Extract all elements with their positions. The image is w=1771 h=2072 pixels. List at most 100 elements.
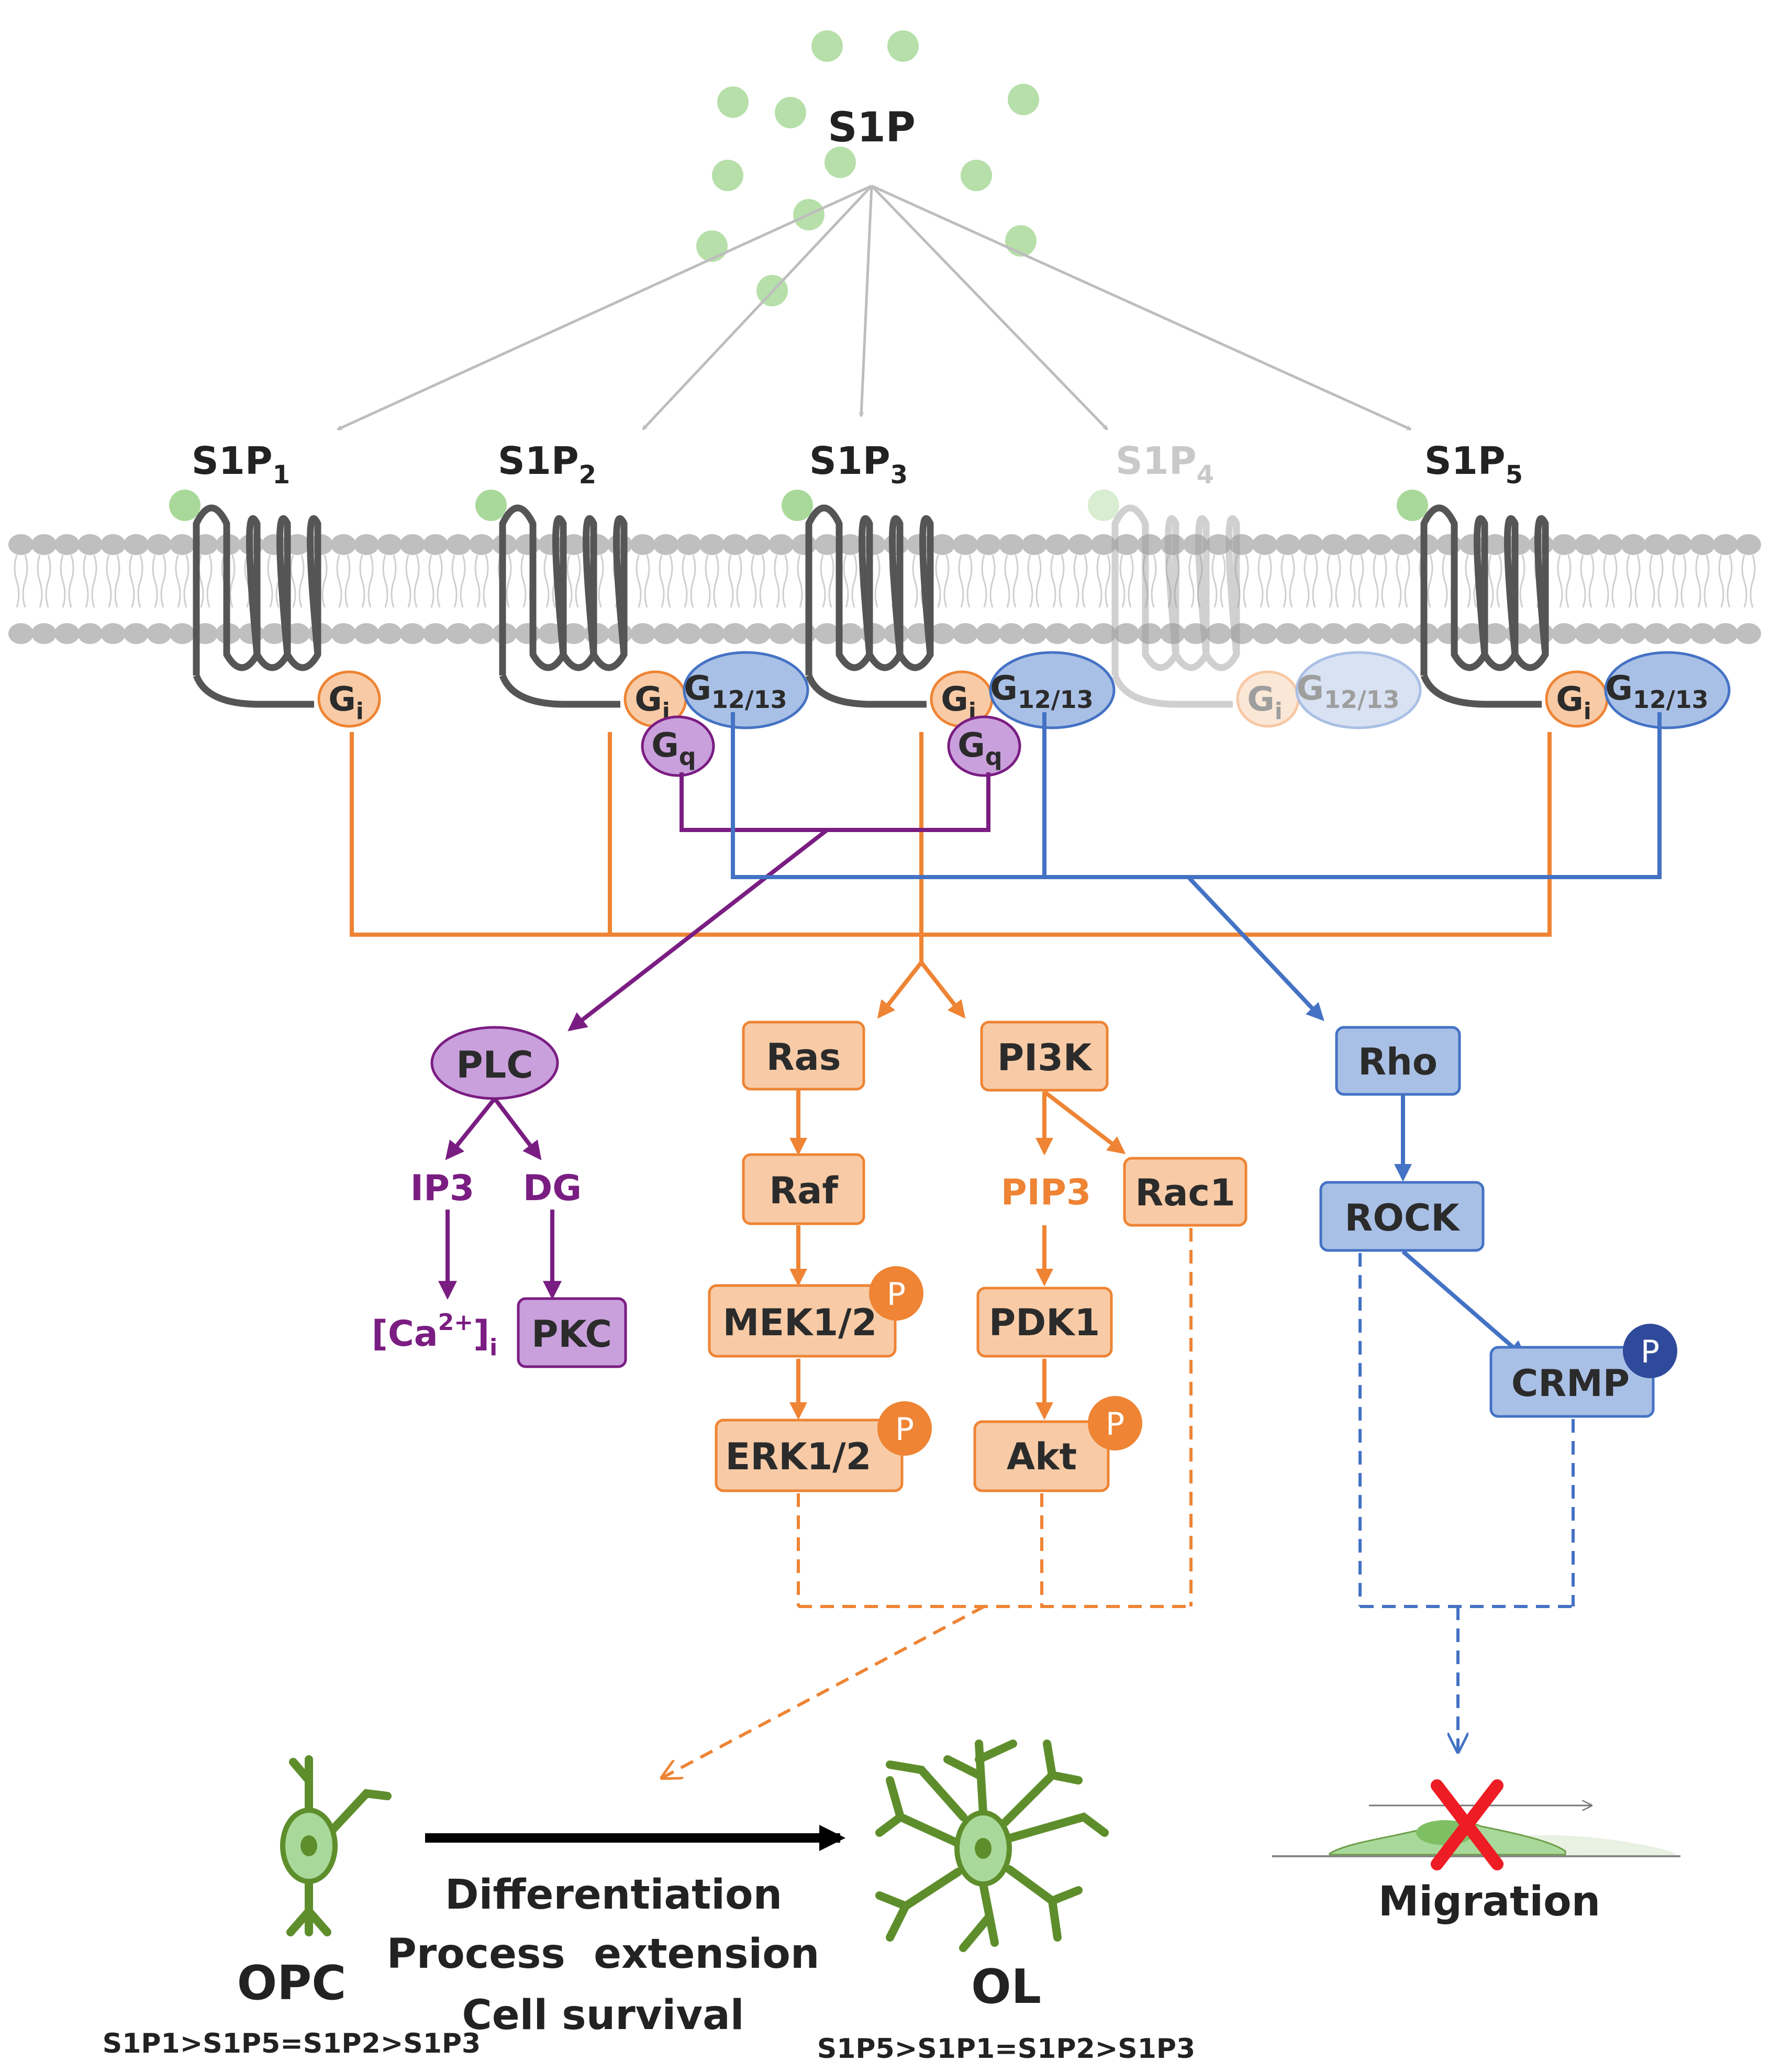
lipid-head bbox=[54, 534, 80, 555]
lipid-head bbox=[1045, 623, 1070, 644]
lipid-head bbox=[1298, 534, 1323, 555]
lipid-head bbox=[745, 623, 771, 644]
rho-label: Rho bbox=[1358, 1040, 1438, 1083]
lipid-head bbox=[792, 623, 817, 644]
s1p-molecule bbox=[712, 160, 743, 191]
lipid-head bbox=[515, 623, 540, 644]
lipid-tail bbox=[1695, 555, 1710, 608]
lipid-head bbox=[1022, 534, 1047, 555]
receptor-tail bbox=[1420, 674, 1542, 708]
lipid-head bbox=[446, 534, 471, 555]
lipid-head bbox=[1114, 534, 1139, 555]
lipid-tail bbox=[1165, 555, 1180, 608]
pip3-label: PIP3 bbox=[1001, 1172, 1091, 1213]
lipid-tail bbox=[1741, 555, 1756, 608]
lipid-head bbox=[1321, 534, 1346, 555]
lipid-head bbox=[1690, 623, 1715, 644]
bound-s1p bbox=[1397, 490, 1428, 521]
lipid-head bbox=[400, 534, 425, 555]
lipid-head bbox=[1436, 534, 1462, 555]
pdk1-label: PDK1 bbox=[989, 1301, 1100, 1344]
lipid-tail bbox=[106, 555, 120, 608]
rac1-label: Rac1 bbox=[1135, 1171, 1235, 1214]
rho-node bbox=[1335, 1026, 1461, 1096]
lipid-head bbox=[1644, 534, 1669, 555]
receptor-helices bbox=[1420, 504, 1549, 675]
gi-protein: Gi bbox=[623, 670, 687, 728]
lipid-head bbox=[838, 534, 863, 555]
lipid-head bbox=[8, 623, 34, 644]
lipid-head bbox=[1068, 534, 1093, 555]
pkc-label: PKC bbox=[531, 1313, 612, 1356]
lipid-tail bbox=[37, 555, 51, 608]
akt-phospho-label: P bbox=[1106, 1406, 1124, 1443]
lipid-head bbox=[285, 534, 310, 555]
gi-protein: Gi bbox=[317, 670, 381, 728]
lipid-head bbox=[469, 623, 494, 644]
bound-s1p bbox=[782, 490, 813, 521]
lipid-tail bbox=[958, 555, 973, 608]
survival-dashed-lines bbox=[662, 1228, 1193, 1778]
lipid-head bbox=[147, 534, 172, 555]
migration-blocked-icon bbox=[1431, 1779, 1503, 1870]
akt-label: Akt bbox=[1007, 1435, 1077, 1478]
lipid-head bbox=[838, 623, 863, 644]
cell-membrane bbox=[8, 534, 1762, 644]
lipid-head bbox=[8, 534, 34, 555]
lipid-head bbox=[1045, 534, 1070, 555]
lipid-tail bbox=[1257, 555, 1272, 608]
lipid-head bbox=[1091, 534, 1116, 555]
crmp-phospho-badge bbox=[1623, 1324, 1677, 1378]
effect-cell-survival: Cell survival bbox=[462, 1992, 744, 2039]
mek-phospho-badge bbox=[869, 1266, 923, 1321]
lipid-head bbox=[124, 534, 149, 555]
lipid-head bbox=[31, 623, 57, 644]
lipid-tail bbox=[1304, 555, 1318, 608]
lipid-head bbox=[1137, 534, 1162, 555]
akt-node bbox=[973, 1420, 1110, 1492]
cell-process bbox=[326, 1789, 392, 1837]
receptor-label: S1P2 bbox=[498, 439, 596, 490]
lipid-tail bbox=[1327, 555, 1341, 608]
receptor-label: S1P1 bbox=[192, 439, 290, 490]
lipid-head bbox=[377, 534, 402, 555]
lipid-tail bbox=[1073, 555, 1088, 608]
raf-label: Raf bbox=[769, 1169, 839, 1212]
lipid-head bbox=[768, 534, 794, 555]
cell-process bbox=[1005, 1865, 1083, 1942]
g1213-protein: G12/13 bbox=[989, 651, 1116, 729]
lipid-tail bbox=[636, 555, 650, 608]
lipid-tail bbox=[336, 555, 351, 608]
ol-expression: S1P5>S1P1=S1P2>S1P3 bbox=[817, 2033, 1195, 2065]
lipid-head bbox=[1483, 534, 1508, 555]
crmp-phospho-label: P bbox=[1641, 1334, 1659, 1370]
receptor-helices bbox=[805, 504, 934, 675]
lipid-tail bbox=[728, 555, 742, 608]
calcium-label: [Ca2+]i bbox=[372, 1309, 498, 1361]
lipid-head bbox=[930, 534, 955, 555]
lipid-head bbox=[1436, 623, 1462, 644]
lipid-head bbox=[722, 534, 748, 555]
cell-process bbox=[943, 1739, 1017, 1817]
lipid-head bbox=[1091, 623, 1116, 644]
lipid-head bbox=[999, 534, 1024, 555]
lipid-head bbox=[1736, 534, 1761, 555]
lipid-tail bbox=[659, 555, 673, 608]
gi-protein: Gi bbox=[1236, 670, 1300, 728]
lipid-tail bbox=[1004, 555, 1019, 608]
lipid-tail bbox=[14, 555, 28, 608]
svg-text:Gq: Gq bbox=[651, 726, 696, 771]
lipid-tail bbox=[1626, 555, 1641, 608]
lipid-head bbox=[699, 623, 725, 644]
lipid-head bbox=[884, 534, 909, 555]
lipid-head bbox=[538, 623, 563, 644]
lipid-tail bbox=[1603, 555, 1618, 608]
s1p-molecule bbox=[887, 30, 919, 62]
lipid-head bbox=[446, 623, 471, 644]
lipid-head bbox=[262, 623, 287, 644]
